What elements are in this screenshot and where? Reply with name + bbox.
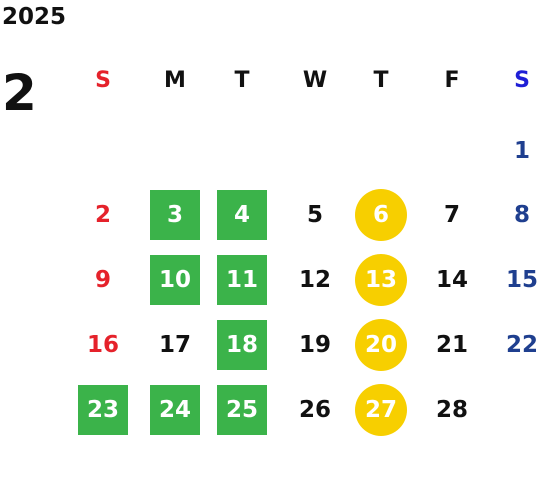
day-cell-1[interactable]: 1 — [494, 126, 548, 176]
day-cell-12[interactable]: 12 — [287, 255, 343, 305]
day-number: 25 — [225, 397, 258, 423]
month-label: 2 — [2, 64, 37, 122]
green-square-marker — [150, 190, 200, 240]
day-number: 4 — [233, 202, 250, 228]
green-square-marker — [78, 385, 128, 435]
day-cell-25[interactable]: 25 — [214, 385, 270, 435]
day-cell-14[interactable]: 14 — [424, 255, 480, 305]
day-cell-17[interactable]: 17 — [147, 320, 203, 370]
day-number: 27 — [364, 397, 397, 423]
year-label: 2025 — [2, 4, 67, 30]
weekday-wednesday: W — [302, 68, 328, 93]
day-number: 8 — [513, 202, 530, 228]
day-cell-6[interactable]: 6 — [353, 189, 409, 241]
day-number: 22 — [505, 332, 538, 358]
day-number: 23 — [86, 397, 119, 423]
day-cell-7[interactable]: 7 — [424, 190, 480, 240]
day-number: 16 — [86, 332, 119, 358]
day-cell-5[interactable]: 5 — [287, 190, 343, 240]
day-cell-18[interactable]: 18 — [214, 320, 270, 370]
day-number: 19 — [298, 332, 331, 358]
day-cell-13[interactable]: 13 — [353, 254, 409, 306]
weekday-friday: F — [444, 68, 460, 93]
weekday-tuesday: T — [234, 68, 250, 93]
day-number: 20 — [364, 332, 397, 358]
day-cell-27[interactable]: 27 — [353, 384, 409, 436]
green-square-marker — [217, 320, 267, 370]
day-number: 9 — [94, 267, 111, 293]
yellow-circle-marker — [355, 254, 407, 306]
yellow-circle-marker — [355, 189, 407, 241]
day-number: 21 — [435, 332, 468, 358]
day-cell-20[interactable]: 20 — [353, 319, 409, 371]
weekday-thursday: T — [373, 68, 389, 93]
weekday-saturday: S — [514, 68, 530, 93]
yellow-circle-marker — [355, 319, 407, 371]
day-cell-4[interactable]: 4 — [214, 190, 270, 240]
day-cell-23[interactable]: 23 — [75, 385, 131, 435]
day-number: 24 — [158, 397, 191, 423]
day-cell-2[interactable]: 2 — [75, 190, 131, 240]
green-square-marker — [217, 385, 267, 435]
day-number: 13 — [364, 267, 397, 293]
day-number: 5 — [306, 202, 323, 228]
day-number: 3 — [166, 202, 183, 228]
day-cell-16[interactable]: 16 — [75, 320, 131, 370]
green-square-marker — [150, 255, 200, 305]
day-number: 11 — [225, 267, 258, 293]
day-number: 15 — [505, 267, 538, 293]
day-number: 7 — [443, 202, 460, 228]
day-cell-22[interactable]: 22 — [494, 320, 548, 370]
day-cell-11[interactable]: 11 — [214, 255, 270, 305]
day-number: 2 — [94, 202, 111, 228]
day-cell-3[interactable]: 3 — [147, 190, 203, 240]
weekday-sunday: S — [95, 68, 111, 93]
day-cell-28[interactable]: 28 — [424, 385, 480, 435]
day-cell-15[interactable]: 15 — [494, 255, 548, 305]
day-cell-21[interactable]: 21 — [424, 320, 480, 370]
yellow-circle-marker — [355, 384, 407, 436]
day-cell-9[interactable]: 9 — [75, 255, 131, 305]
day-cell-10[interactable]: 10 — [147, 255, 203, 305]
day-cell-8[interactable]: 8 — [494, 190, 548, 240]
day-number: 28 — [435, 397, 468, 423]
day-number: 17 — [158, 332, 191, 358]
green-square-marker — [217, 255, 267, 305]
day-number: 14 — [435, 267, 468, 293]
weekday-monday: M — [164, 68, 186, 93]
day-cell-24[interactable]: 24 — [147, 385, 203, 435]
day-number: 6 — [372, 202, 389, 228]
day-cell-19[interactable]: 19 — [287, 320, 343, 370]
day-number: 12 — [298, 267, 331, 293]
day-number: 1 — [513, 138, 530, 164]
day-number: 18 — [225, 332, 258, 358]
day-number: 26 — [298, 397, 331, 423]
day-number: 10 — [158, 267, 191, 293]
day-cell-26[interactable]: 26 — [287, 385, 343, 435]
green-square-marker — [150, 385, 200, 435]
green-square-marker — [217, 190, 267, 240]
